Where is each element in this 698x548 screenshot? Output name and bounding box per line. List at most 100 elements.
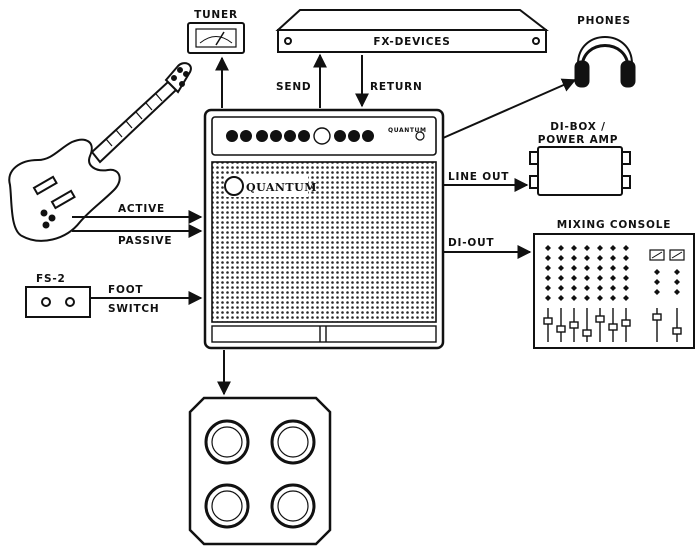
console-knob-icon xyxy=(597,265,603,271)
amp-knob-icon xyxy=(348,130,360,142)
amp-brand-label: QUANTUM xyxy=(246,181,317,194)
speaker-cabinet-icon xyxy=(188,396,332,546)
console-knob-icon xyxy=(558,285,564,291)
console-knob-icon xyxy=(623,245,629,251)
console-knob-icon xyxy=(623,265,629,271)
console-knob-icon xyxy=(584,255,590,261)
di-out-label: DI-OUT xyxy=(448,237,494,249)
console-fader-icon xyxy=(608,323,618,331)
console-knob-icon xyxy=(545,295,551,301)
console-knob-icon xyxy=(610,265,616,271)
console-knob-icon xyxy=(584,295,590,301)
amp-knob-icon xyxy=(270,130,282,142)
console-knob-icon xyxy=(584,265,590,271)
passive-label: PASSIVE xyxy=(118,235,172,247)
headphones-icon xyxy=(574,36,636,88)
console-knob-icon xyxy=(558,265,564,271)
console-fader-icon xyxy=(595,315,605,323)
foot-label: FOOT xyxy=(108,284,143,296)
amp-master-knob-icon xyxy=(313,127,331,145)
amp-knob-icon xyxy=(362,130,374,142)
amp-knob-icon xyxy=(334,130,346,142)
arrow-to-phones xyxy=(442,78,577,139)
amp-knob-icon xyxy=(284,130,296,142)
switch-label: SWITCH xyxy=(108,303,160,315)
footswitch-icon xyxy=(25,286,91,318)
line-out-label: LINE OUT xyxy=(448,171,509,183)
console-knob-icon xyxy=(571,275,577,281)
amp-knob-icon xyxy=(298,130,310,142)
phones-label: PHONES xyxy=(577,15,631,27)
console-knob-icon xyxy=(610,255,616,261)
console-knob-icon xyxy=(610,285,616,291)
amp-knob-icon xyxy=(256,130,268,142)
di-box-label-line1: DI-BOX / xyxy=(550,121,606,133)
console-knob-icon xyxy=(545,285,551,291)
console-knob-icon xyxy=(571,255,577,261)
fs2-label: FS-2 xyxy=(36,273,66,285)
console-fader-icon xyxy=(672,327,682,335)
console-knob-icon xyxy=(623,275,629,281)
console-knob-icon xyxy=(674,289,680,295)
console-knob-icon xyxy=(558,245,564,251)
di-box-label-line2: POWER AMP xyxy=(538,134,619,146)
console-knob-icon xyxy=(558,275,564,281)
console-knob-icon xyxy=(597,245,603,251)
console-knobs xyxy=(545,245,680,301)
bass-amplifier: QUANTUM QUANTUM xyxy=(203,108,445,350)
console-faders xyxy=(543,308,682,342)
console-knob-icon xyxy=(571,265,577,271)
console-knob-icon xyxy=(558,295,564,301)
amp-brand-badge xyxy=(224,175,308,197)
console-knob-icon xyxy=(545,255,551,261)
console-knob-icon xyxy=(674,269,680,275)
mixing-console-label: MIXING CONSOLE xyxy=(557,219,671,231)
amp-knob-icon xyxy=(240,130,252,142)
amp-knob-icon xyxy=(226,130,238,142)
connection-lines xyxy=(72,53,577,396)
fx-devices-label: FX-DEVICES xyxy=(373,36,450,48)
amp-panel-brand: QUANTUM xyxy=(388,127,427,134)
send-label: SEND xyxy=(276,81,311,93)
console-fader-icon xyxy=(621,319,631,327)
console-knob-icon xyxy=(610,245,616,251)
console-fader-icon xyxy=(582,329,592,337)
console-fader-icon xyxy=(556,325,566,333)
console-fader-icon xyxy=(543,317,553,325)
console-knob-icon xyxy=(545,275,551,281)
console-knob-icon xyxy=(584,285,590,291)
console-knob-icon xyxy=(623,295,629,301)
di-box-icon xyxy=(529,146,631,196)
tuner-label: TUNER xyxy=(194,9,238,21)
console-knob-icon xyxy=(584,245,590,251)
tuner-icon xyxy=(187,22,245,54)
console-knob-icon xyxy=(558,255,564,261)
console-knob-icon xyxy=(597,295,603,301)
console-knob-icon xyxy=(610,295,616,301)
amp-input-jack-icon xyxy=(415,131,425,141)
fx-devices-rack-icon xyxy=(275,9,549,53)
console-knob-icon xyxy=(623,285,629,291)
console-knob-icon xyxy=(545,245,551,251)
console-knob-icon xyxy=(654,279,660,285)
console-knob-icon xyxy=(674,279,680,285)
console-knob-icon xyxy=(545,265,551,271)
console-knob-icon xyxy=(597,255,603,261)
console-knob-icon xyxy=(654,289,660,295)
console-fader-icon xyxy=(569,321,579,329)
console-knob-icon xyxy=(571,295,577,301)
console-knob-icon xyxy=(597,275,603,281)
console-knob-icon xyxy=(654,269,660,275)
console-knob-icon xyxy=(610,275,616,281)
console-knob-icon xyxy=(571,285,577,291)
amp-knobs xyxy=(226,127,425,145)
console-knob-icon xyxy=(584,275,590,281)
active-label: ACTIVE xyxy=(118,203,165,215)
bass-guitar-icon xyxy=(8,62,192,242)
console-fader-icon xyxy=(652,313,662,321)
return-label: RETURN xyxy=(370,81,423,93)
console-knob-icon xyxy=(597,285,603,291)
console-knob-icon xyxy=(571,245,577,251)
console-knob-icon xyxy=(623,255,629,261)
